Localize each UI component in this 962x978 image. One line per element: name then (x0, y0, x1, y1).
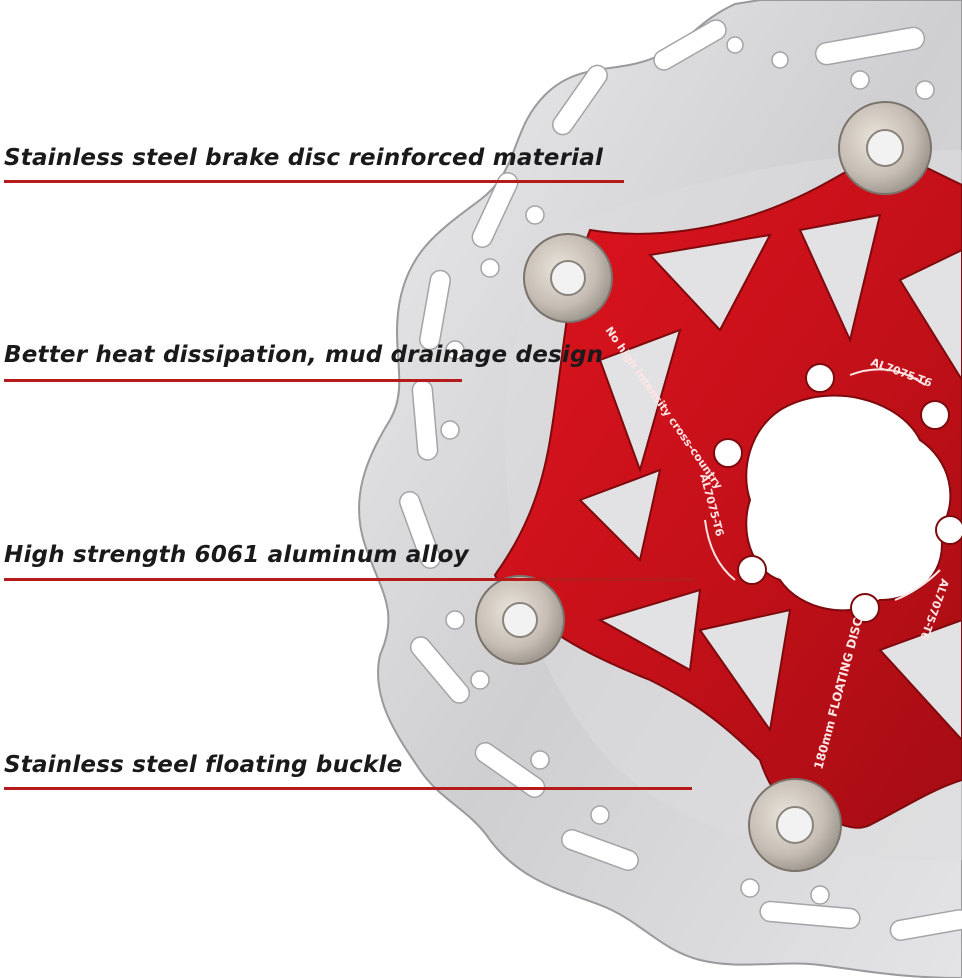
carrier-cutouts (578, 213, 962, 742)
floating-rivets (475, 101, 932, 872)
leader-line-aluminum-alloy (4, 578, 694, 581)
rivet-left-lower (475, 575, 565, 665)
leader-line-heat-dissipation (4, 379, 462, 382)
leader-line-steel-disc (4, 180, 624, 183)
center-bore (745, 394, 952, 612)
feature-label-aluminum-alloy: High strength 6061 aluminum alloy (4, 542, 469, 568)
rivet-left-upper (523, 233, 613, 323)
feature-label-floating-buckle: Stainless steel floating buckle (4, 752, 403, 778)
leader-line-floating-buckle (4, 787, 692, 790)
feature-label-steel-disc: Stainless steel brake disc reinforced ma… (4, 145, 604, 171)
rotor-slots (398, 19, 962, 941)
rivet-bottom (748, 778, 842, 872)
feature-label-heat-dissipation: Better heat dissipation, mud drainage de… (4, 342, 604, 368)
rivet-top (838, 101, 932, 195)
